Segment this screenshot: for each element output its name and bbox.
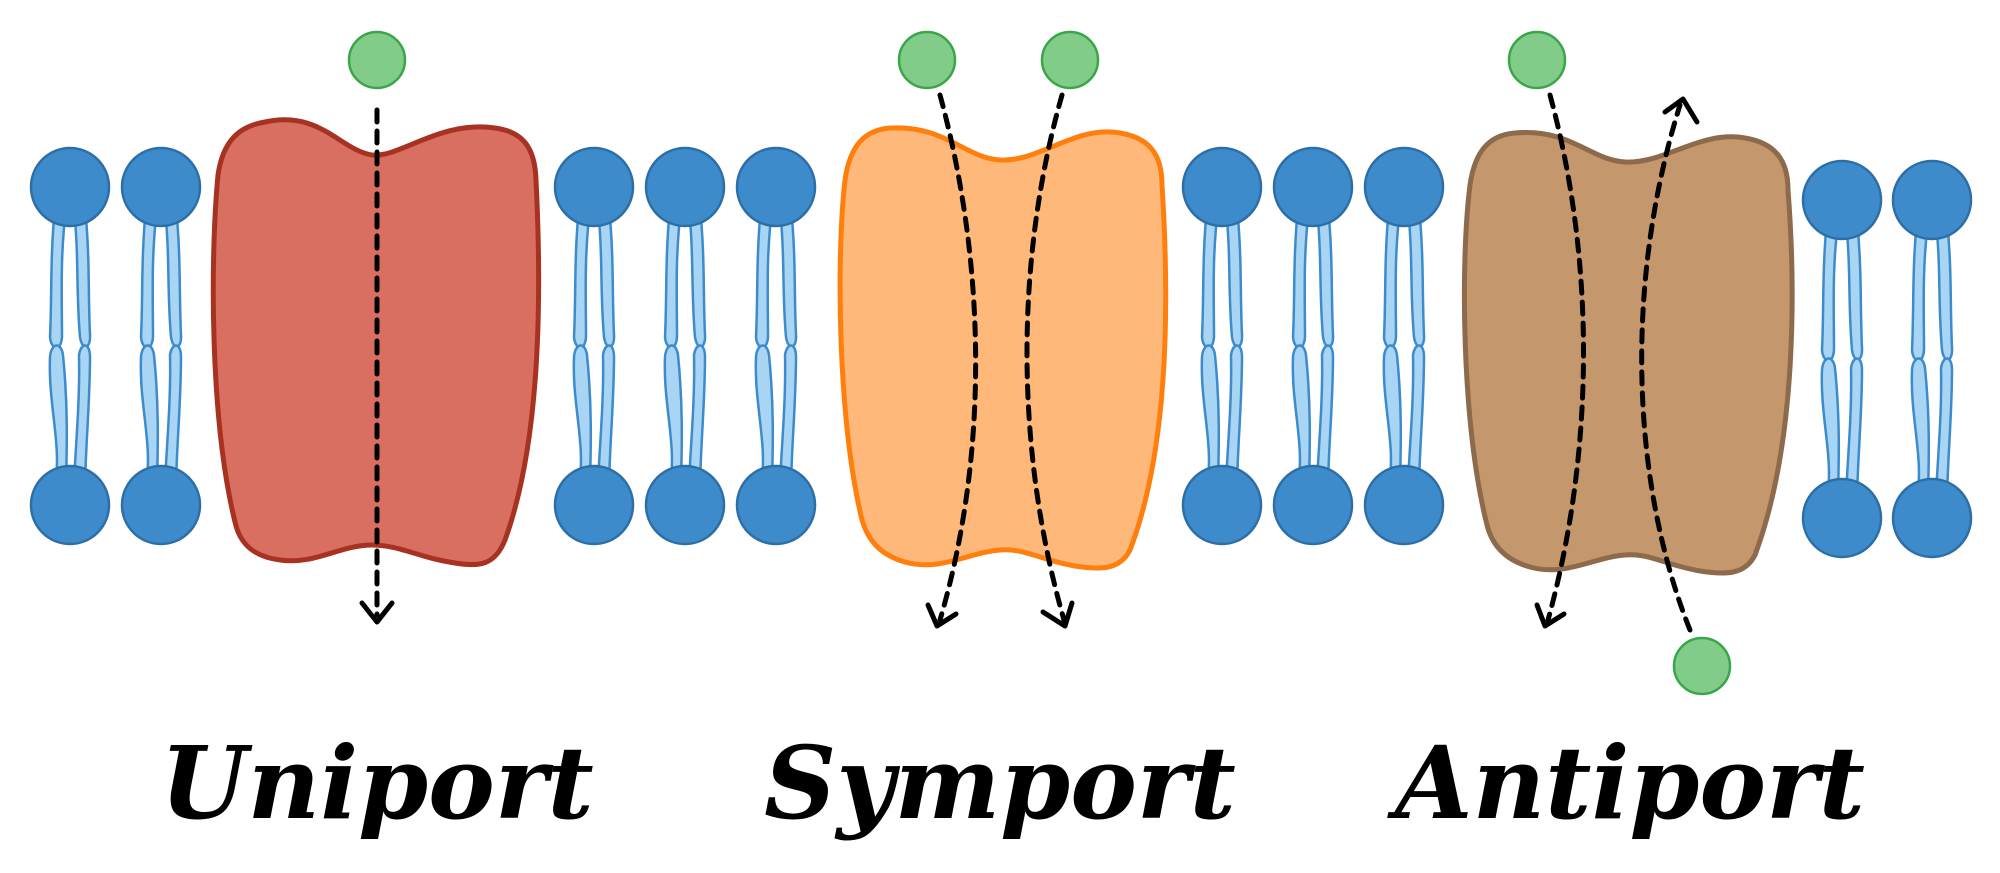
symport-protein xyxy=(837,125,1169,571)
solute-molecule-icon xyxy=(1040,30,1100,90)
phospholipid-icon xyxy=(1801,159,1883,362)
phospholipid-icon xyxy=(553,344,635,546)
solute-molecule-icon xyxy=(347,30,407,90)
phospholipid-icon xyxy=(1891,159,1973,362)
phospholipid-icon xyxy=(1272,344,1354,546)
solute-molecules xyxy=(347,30,1732,696)
uniport-label: Uniport xyxy=(160,724,593,842)
symport-arrowhead-right xyxy=(1040,600,1075,629)
phospholipid-icon xyxy=(1891,357,1973,559)
solute-molecule-icon xyxy=(897,30,957,90)
phospholipid-icon xyxy=(735,146,817,349)
lipid-group-right xyxy=(1801,159,1973,559)
lipid-group-center-left xyxy=(553,146,817,546)
phospholipid-icon xyxy=(1801,357,1883,559)
antiport-label: Antiport xyxy=(1387,724,1865,842)
phospholipid-icon xyxy=(120,344,202,546)
phospholipid-icon xyxy=(1363,146,1445,349)
antiport-arrowhead-outward xyxy=(1662,96,1700,125)
transport-arrows xyxy=(359,92,1700,633)
phospholipid-icon xyxy=(120,146,202,349)
solute-molecule-icon xyxy=(1672,636,1732,696)
phospholipid-icon xyxy=(644,344,726,546)
phospholipid-icon xyxy=(1181,146,1263,349)
symport-arrow-left xyxy=(937,92,979,623)
lipid-group-center-right xyxy=(1181,146,1445,546)
phospholipid-icon xyxy=(644,146,726,349)
antiport-arrow-inward xyxy=(1545,92,1586,623)
solute-molecule-icon xyxy=(1507,30,1567,90)
symport-arrowhead-left xyxy=(925,602,959,629)
phospholipid-icon xyxy=(1272,146,1354,349)
phospholipid-icon xyxy=(29,146,111,349)
phospholipid-icon xyxy=(735,344,817,546)
antiport-protein xyxy=(1461,129,1795,576)
lipid-group-left xyxy=(29,146,202,546)
phospholipid-icon xyxy=(1363,344,1445,546)
uniport-arrowhead xyxy=(359,600,395,625)
phospholipid-icon xyxy=(553,146,635,349)
symport-label: Symport xyxy=(764,724,1236,842)
symport-arrow-right xyxy=(1024,92,1067,623)
antiport-arrowhead-inward xyxy=(1534,602,1567,629)
phospholipid-icon xyxy=(29,344,111,546)
phospholipid-icon xyxy=(1181,344,1263,546)
antiport-arrow-outward xyxy=(1639,102,1693,633)
